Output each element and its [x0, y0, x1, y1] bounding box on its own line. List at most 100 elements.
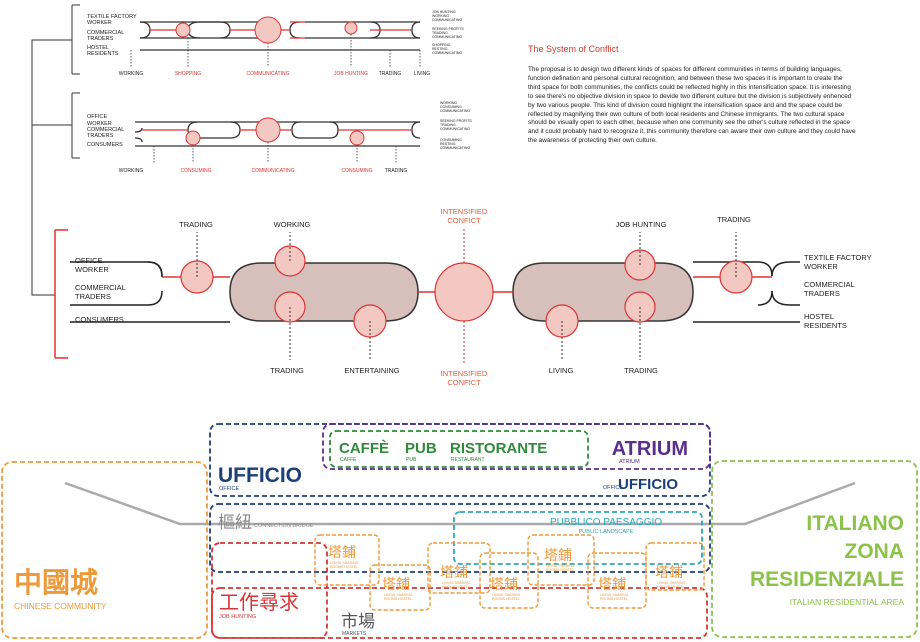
left-group: CONSUMERS	[75, 315, 124, 324]
italian-title: ZONA	[845, 540, 905, 563]
group-label: COMMERCIAL	[87, 30, 124, 36]
section-body: The proposal is to design two different …	[528, 66, 856, 145]
tower-sub: ROOMS HOSTEL	[657, 585, 685, 589]
zone-market	[211, 587, 708, 639]
bottom-label: ENTERTAINING	[344, 366, 399, 375]
caffe-sub: CAFFE	[340, 457, 357, 463]
group-label: OFFICE	[87, 114, 107, 120]
zone-chinese	[1, 461, 208, 639]
atrium-label: ATRIUM	[612, 438, 688, 460]
chinese-title: 中國城	[14, 567, 98, 598]
market-sub: MARKETS	[342, 631, 367, 637]
tower-label: 塔鋪	[328, 544, 356, 560]
intensified-top: CONFICT	[447, 216, 481, 225]
right-group: TEXTILE FACTORY	[804, 253, 872, 262]
right-group: COMMERCIAL	[804, 280, 855, 289]
ufficio-right-sub: OFFICE	[603, 485, 623, 491]
ufficio-left-sub: OFFICE	[219, 486, 239, 492]
tower-box	[314, 534, 380, 586]
group-label: COMMERCIAL	[87, 127, 124, 133]
zone-atrium	[322, 423, 711, 470]
bottom-label: WORKING	[119, 168, 144, 174]
tower-sub: ROOMS HOSTEL	[384, 597, 412, 601]
zone-public	[453, 511, 703, 565]
tower-sub: LIVING SHARING	[546, 564, 575, 568]
hierarchy-tree	[31, 4, 80, 296]
top-label: JOB HUNTING	[616, 220, 667, 229]
chinese-sub: CHINESE COMMUNITY	[14, 601, 107, 611]
pub-sub: PUB	[406, 457, 417, 463]
tower-box	[427, 542, 491, 594]
big-panel-bracket	[54, 229, 68, 359]
group-label: CONSUMERS	[87, 142, 123, 148]
group-label: RESIDENTS	[87, 51, 119, 57]
right-note: SHOPPING	[432, 43, 451, 47]
right-note: WORKING	[432, 14, 449, 18]
left-group: TRADERS	[75, 292, 111, 301]
tower-sub: ROOMS HOSTEL	[600, 597, 628, 601]
group-label: TEXTILE FACTORY	[87, 14, 137, 20]
bottom-label: CONSUMING	[341, 168, 372, 174]
top-label: WORKING	[274, 220, 311, 229]
panel-middle: OFFICE WORKER COMMERCIAL TRADERS CONSUME…	[87, 101, 472, 174]
tower-sub: LIVING SHARING	[384, 593, 413, 597]
left-group: WORKER	[75, 265, 109, 274]
panel-top: TEXTILE FACTORY WORKER COMMERCIAL TRADER…	[87, 10, 464, 77]
group-label: WORKER	[87, 121, 112, 127]
right-group: HOSTEL	[804, 312, 834, 321]
zoning-diagram: 中國城 CHINESE COMMUNITY ITALIANO ZONA RESI…	[1, 423, 918, 639]
right-note: TRADING	[432, 31, 448, 35]
ristorante-sub: RESTAURANT	[451, 457, 485, 463]
tower-sub: ROOMS HOSTEL	[546, 568, 574, 572]
bottom-label: CONSUMING	[180, 168, 211, 174]
right-note: WORKING	[440, 101, 457, 105]
tower-label: 塔鋪	[382, 576, 410, 592]
top-label: TRADING	[179, 220, 213, 229]
tower-label: 塔鋪	[490, 576, 518, 592]
bottom-label: JOB HUNTING	[334, 71, 368, 77]
bottom-label: SHOPPING	[175, 71, 202, 77]
right-note: COMMUNICATING	[432, 18, 462, 22]
bottom-label: TRADING	[385, 168, 408, 174]
right-note: COMMUNICATING	[432, 51, 462, 55]
right-note: COMMUNICATING	[440, 109, 470, 113]
atrium-sub: ATRIUM	[619, 459, 640, 465]
node-intensified	[434, 262, 494, 322]
job-label: 工作尋求	[219, 591, 299, 614]
tower-sub: ROOMS HOSTEL	[492, 597, 520, 601]
blob-left	[229, 262, 419, 322]
market-label: 市場	[341, 612, 375, 631]
right-note: COMMUNICATING	[440, 127, 470, 131]
top-label: TRADING	[717, 215, 751, 224]
right-note: JOB HUNTING	[432, 10, 456, 14]
pub-label: PUB	[405, 440, 437, 457]
public-label: PUBBLICO PAESAGGIO	[550, 517, 662, 528]
tower-sub: LIVING SHARING	[600, 593, 629, 597]
bottom-label: COMMUNICATING	[252, 168, 295, 174]
tower-box	[587, 552, 647, 609]
job-sub: JOB HUNTING	[219, 614, 256, 620]
right-note: CONSUMING	[440, 105, 462, 109]
zone-caffe	[329, 430, 589, 468]
blob-right	[512, 262, 694, 322]
intensified-bottom: CONFICT	[447, 378, 481, 387]
italian-title: ITALIANO	[806, 512, 904, 535]
italian-title: RESIDENZIALE	[750, 568, 904, 591]
section-title: The System of Conflict	[528, 44, 619, 54]
tower-sub: LIVING SHARING	[442, 581, 471, 585]
tower-box	[479, 552, 539, 609]
left-group: OFFICE	[75, 256, 103, 265]
italian-sub: ITALIAN RESIDENTIAL AREA	[790, 597, 905, 607]
left-group: COMMERCIAL	[75, 283, 126, 292]
caffe-label: CAFFÈ	[339, 440, 389, 457]
ristorante-label: RISTORANTE	[450, 440, 547, 457]
connection-line	[64, 481, 856, 526]
intensified-bottom: INTENSIFIED	[441, 369, 488, 378]
right-note: SEEKING PROFITS	[440, 119, 472, 123]
zone-italian	[711, 460, 918, 638]
text-panel: The System of Conflict The proposal is t…	[528, 44, 856, 146]
tower-box	[527, 534, 595, 586]
tower-sub: ROOMS HOSTEL	[442, 585, 470, 589]
tower-box	[645, 542, 705, 591]
